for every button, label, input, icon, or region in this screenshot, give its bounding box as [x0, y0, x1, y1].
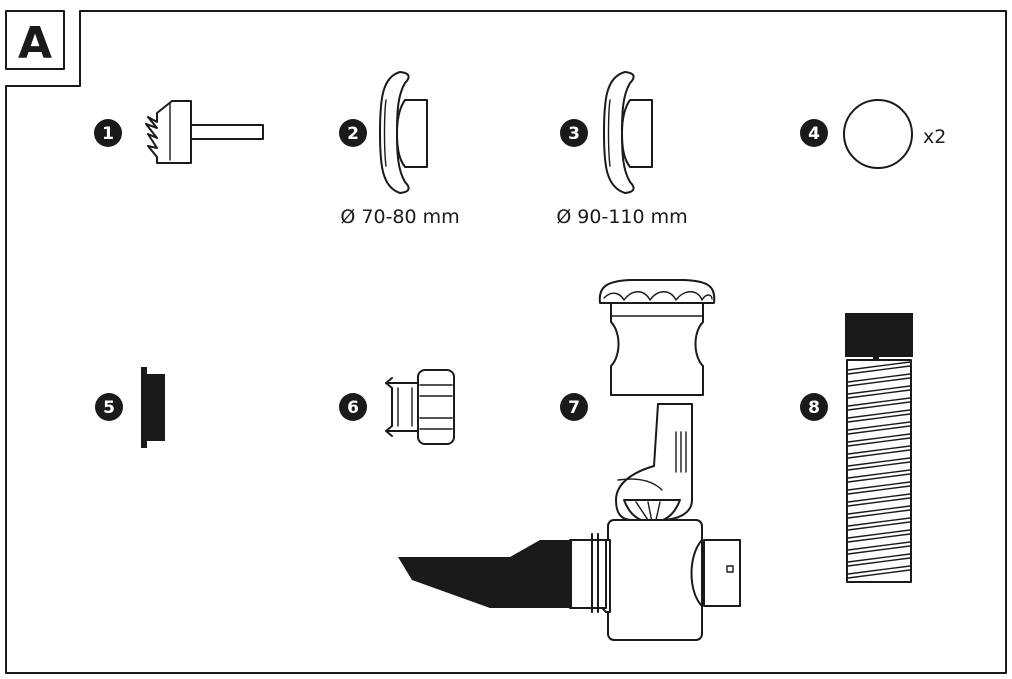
o-ring-icon	[843, 99, 913, 169]
part-3: 3 Ø 90-110 mm	[556, 71, 688, 228]
part-caption-3: Ø 90-110 mm	[556, 206, 687, 228]
part-quantity-4: x2	[923, 126, 946, 148]
part-badge-6	[339, 393, 367, 421]
part-number-5: 5	[103, 398, 115, 418]
part-number-2: 2	[347, 124, 359, 144]
part-1: 1	[94, 100, 264, 164]
panel-frame	[5, 10, 1007, 674]
part-2: 2 Ø 70-80 mm	[339, 71, 460, 228]
part-caption-2: Ø 70-80 mm	[340, 206, 459, 228]
wall-cap-small-icon	[379, 71, 428, 194]
part-8: 8	[800, 313, 913, 583]
part-5: 5	[95, 367, 165, 448]
seal-gasket-icon	[141, 367, 165, 448]
clip-adapter-icon	[385, 369, 455, 445]
part-number-1: 1	[102, 124, 114, 144]
ribbed-hose-icon	[845, 313, 913, 583]
part-badge-4	[800, 119, 828, 147]
vent-cap-icon	[598, 279, 716, 396]
part-badge-7	[560, 393, 588, 421]
part-badge-1	[94, 119, 122, 147]
part-badge-3	[560, 119, 588, 147]
part-6: 6	[339, 369, 455, 445]
elbow-pipe-icon	[615, 403, 693, 523]
hole-saw-icon	[145, 100, 264, 164]
part-badge-8	[800, 393, 828, 421]
panel-label: A	[18, 18, 52, 69]
part-badge-5	[95, 393, 123, 421]
part-number-4: 4	[808, 124, 820, 144]
part-number-6: 6	[347, 398, 359, 418]
flexible-hose-icon	[398, 540, 572, 608]
t-junction-icon	[569, 519, 741, 641]
part-badge-2	[339, 119, 367, 147]
wall-cap-large-icon	[603, 71, 653, 194]
part-number-8: 8	[808, 398, 820, 418]
part-number-7: 7	[568, 398, 580, 418]
part-4: 4 x2	[800, 99, 946, 169]
part-number-3: 3	[568, 124, 580, 144]
part-7: 7	[398, 279, 741, 641]
panel-label-box	[5, 10, 65, 70]
